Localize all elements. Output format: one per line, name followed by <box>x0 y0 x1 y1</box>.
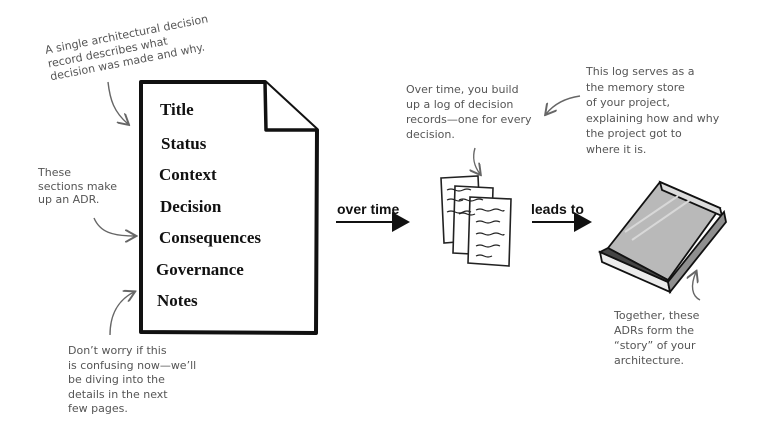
note-dont-worry: Don’t worry if this is confusing now—we’… <box>68 344 196 417</box>
note-line: few pages. <box>68 402 128 415</box>
adr-document <box>139 80 319 335</box>
note-line: explaining how and why <box>586 111 720 125</box>
note-memory: This log serves as a the memory store of… <box>586 64 719 157</box>
note-line: the memory store <box>586 80 685 94</box>
annotation-arrow-story <box>693 272 701 301</box>
note-line: details in the next <box>68 387 168 401</box>
note-line: decision. <box>406 128 455 141</box>
note-line: Together, these <box>614 309 700 322</box>
note-line: is confusing now—we’ll <box>68 358 197 372</box>
note-line: up an ADR. <box>38 193 100 206</box>
note-line: records—one for every <box>406 113 532 126</box>
note-line: Over time, you build <box>406 83 519 96</box>
section-governance: Governance <box>156 260 244 279</box>
section-title: Title <box>160 100 194 119</box>
note-line: “story” of your <box>614 339 696 352</box>
book-icon <box>597 180 727 295</box>
annotation-arrow-sections <box>93 217 135 236</box>
note-line: These <box>38 166 71 179</box>
annotation-arrow-dont-worry <box>109 292 134 336</box>
note-line: This log serves as a <box>586 65 695 78</box>
section-notes: Notes <box>157 291 198 310</box>
note-log-build: Over time, you build up a log of decisio… <box>406 82 532 142</box>
note-line: Don’t worry if this <box>68 344 167 357</box>
annotation-arrow-memory <box>546 95 581 114</box>
note-line: ADRs form the <box>614 324 695 337</box>
leads-to-label: leads to <box>531 201 584 217</box>
note-line: sections make <box>38 179 118 193</box>
section-status: Status <box>161 134 207 153</box>
annotation-arrow-log <box>474 147 480 174</box>
section-decision: Decision <box>160 197 222 216</box>
note-line: of your project, <box>586 96 671 109</box>
note-line: architecture. <box>614 354 685 367</box>
note-line: the project got to <box>586 127 682 140</box>
note-sections: These sections make up an ADR. <box>38 166 117 207</box>
note-line: where it is. <box>586 142 647 156</box>
section-consequences: Consequences <box>159 228 262 247</box>
annotation-arrow-adr <box>107 81 128 124</box>
over-time-label: over time <box>337 201 400 217</box>
section-context: Context <box>159 165 217 184</box>
note-story: Together, these ADRs form the “story” of… <box>614 308 699 368</box>
adr-sections: Title Status Context Decision Consequenc… <box>156 100 316 320</box>
paper-stack-icon <box>440 175 512 267</box>
note-line: be diving into the <box>68 373 165 386</box>
note-line: up a log of decision <box>406 98 514 111</box>
